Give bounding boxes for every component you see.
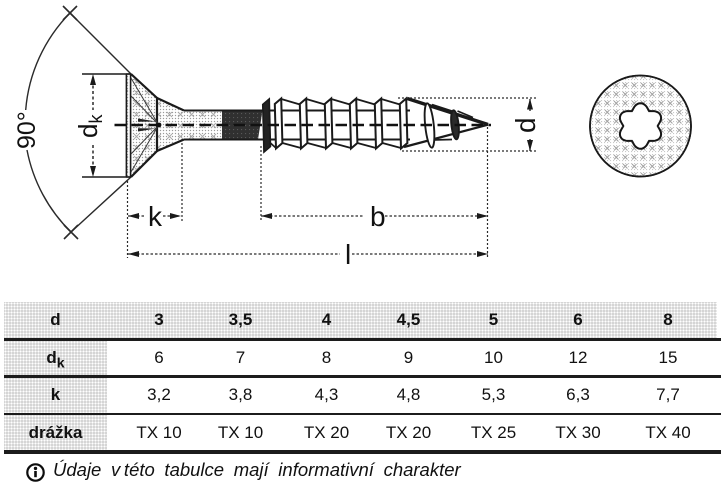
svg-text:d: d — [510, 117, 541, 133]
svg-text:dk: dk — [73, 114, 106, 138]
svg-text:b: b — [370, 201, 386, 232]
svg-text:k: k — [148, 201, 163, 232]
svg-text:l: l — [345, 239, 351, 270]
svg-text:90°: 90° — [13, 111, 41, 149]
